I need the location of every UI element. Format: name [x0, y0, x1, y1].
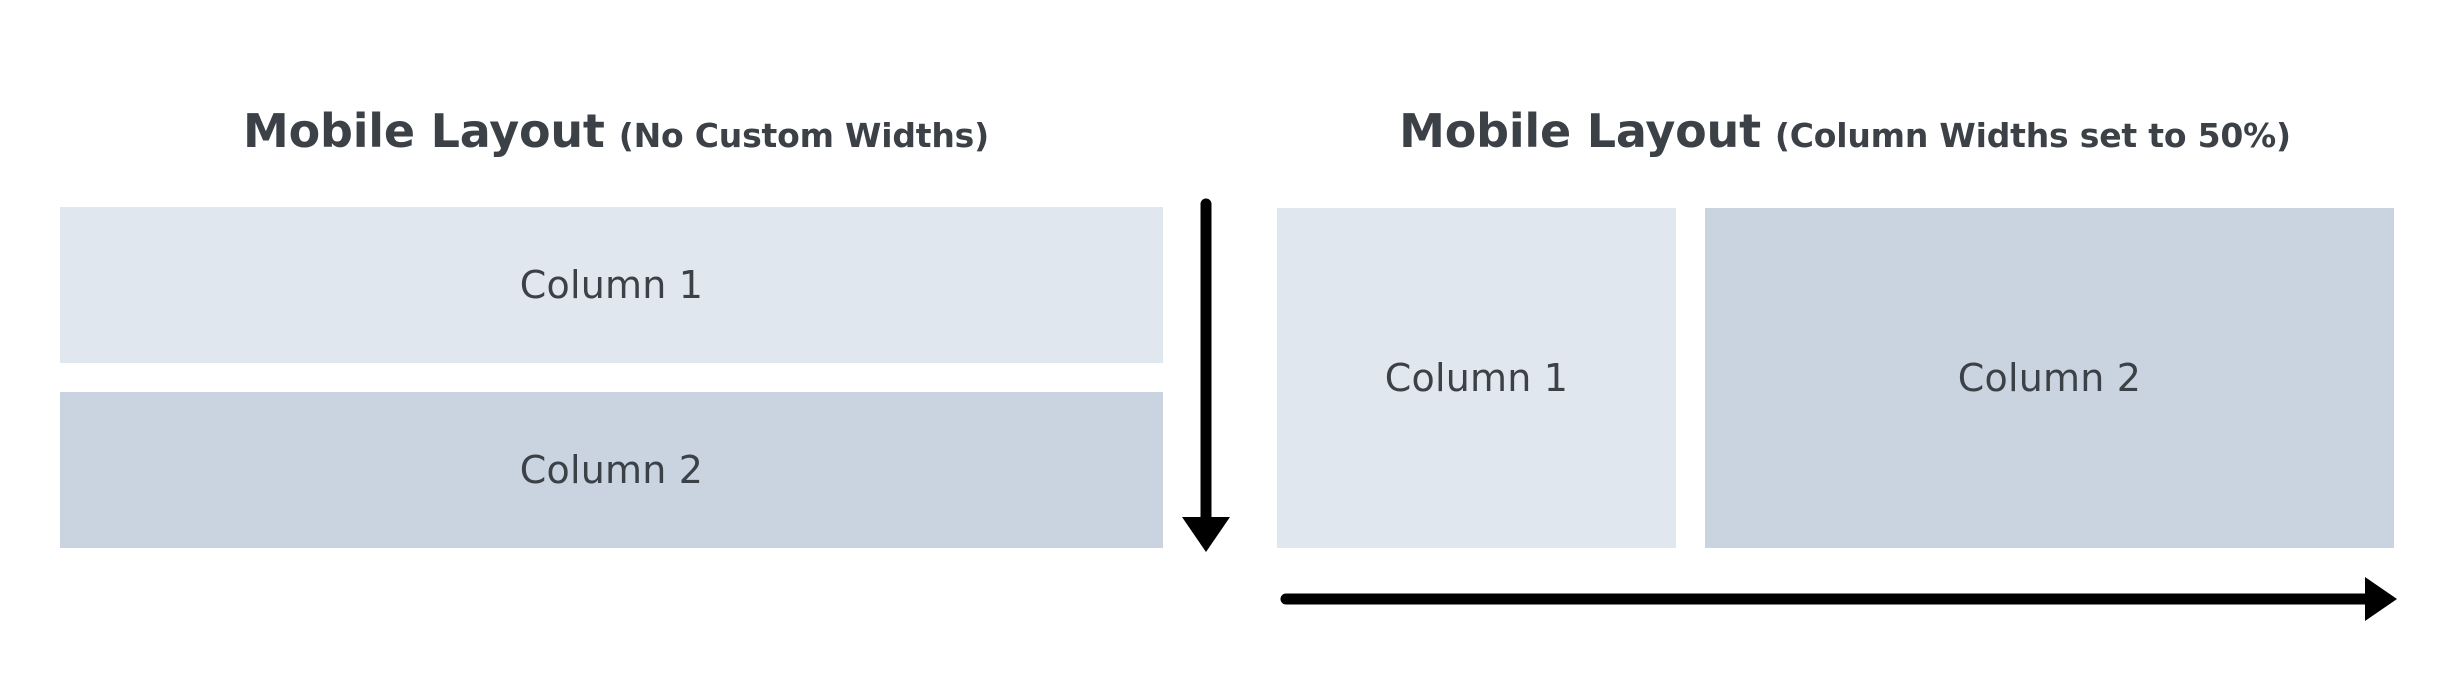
- panel-title-widths-50-percent: Mobile Layout (Column Widths set to 50%): [1399, 108, 2291, 154]
- panel-title-subtitle: (Column Widths set to 50%): [1774, 116, 2291, 155]
- right-column-2-label: Column 2: [1957, 356, 2142, 400]
- panel-title-no-custom-widths: Mobile Layout (No Custom Widths): [243, 108, 989, 154]
- left-column-2-label: Column 2: [519, 448, 704, 492]
- panel-title-subtitle: (No Custom Widths): [618, 116, 989, 155]
- panel-title-main: Mobile Layout: [243, 104, 605, 158]
- left-column-2-block: Column 2: [60, 392, 1163, 548]
- down-arrow-icon: [1182, 198, 1230, 552]
- right-column-2-block: Column 2: [1705, 208, 2394, 548]
- right-arrow-icon: [1280, 577, 2397, 621]
- left-column-1-block: Column 1: [60, 207, 1163, 363]
- right-column-1-block: Column 1: [1277, 208, 1676, 548]
- left-column-1-label: Column 1: [519, 263, 704, 307]
- panel-title-main: Mobile Layout: [1399, 104, 1761, 158]
- right-column-1-label: Column 1: [1384, 356, 1569, 400]
